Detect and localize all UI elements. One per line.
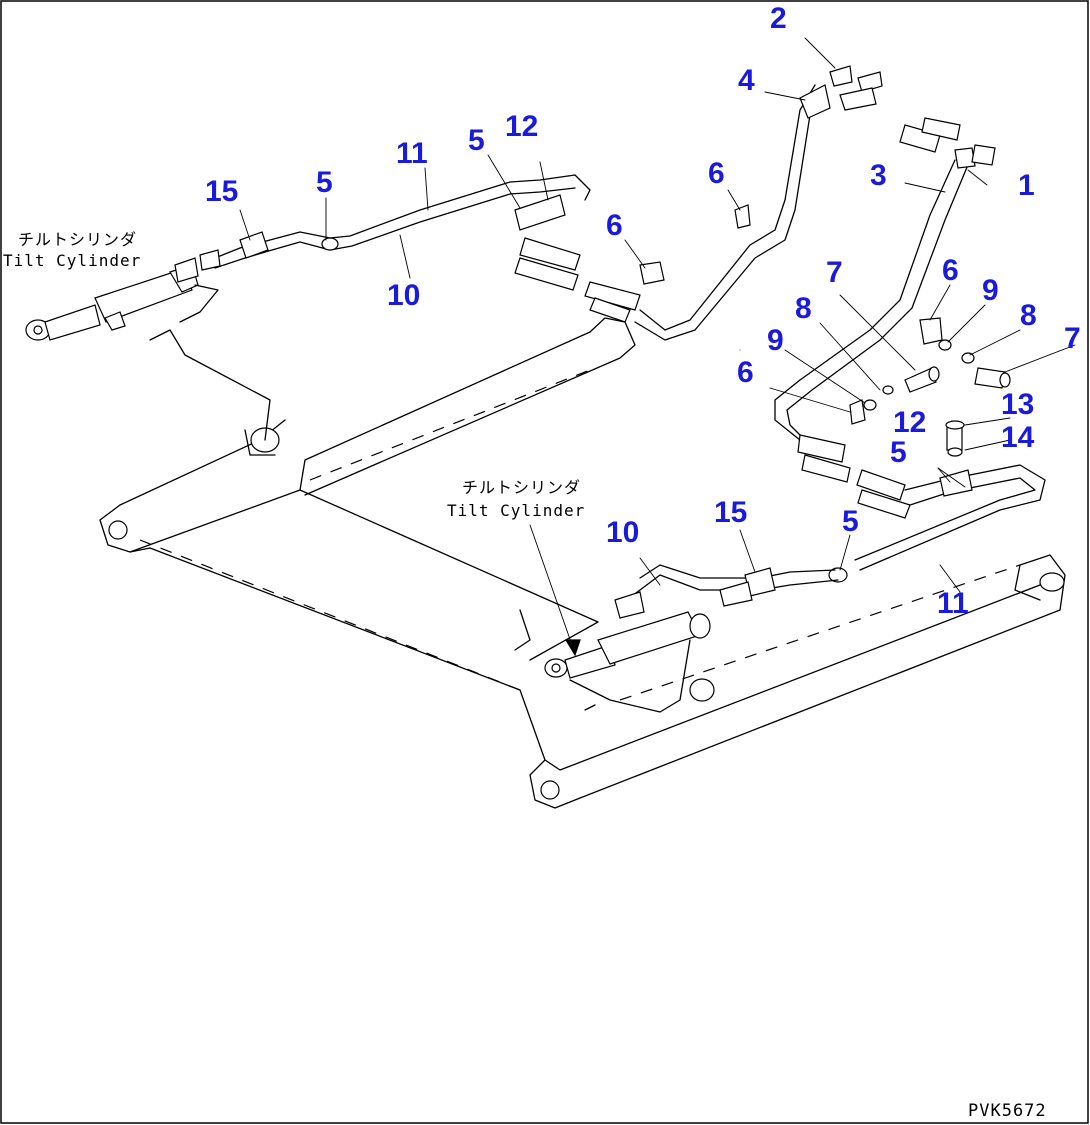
callout-8: 8: [1020, 299, 1037, 332]
callout-numbers: 1 2 3 4 5 5 5 5 6 6 6 6 7 7 8 8 9 9 10 1…: [205, 2, 1081, 620]
callout-9: 9: [982, 274, 999, 307]
callout-8: 8: [795, 292, 812, 325]
callout-5: 5: [842, 505, 859, 538]
caption-left: チルトシリンダ Tilt Cylinder: [3, 230, 141, 270]
callout-12: 12: [893, 406, 926, 439]
callout-14: 14: [1001, 421, 1035, 454]
callout-10: 10: [606, 516, 639, 549]
callout-5: 5: [890, 436, 907, 469]
callout-5: 5: [316, 166, 333, 199]
callout-1: 1: [1018, 169, 1035, 202]
callout-15: 15: [714, 496, 747, 529]
callout-2: 2: [770, 2, 787, 35]
drawing-code: PVK5672: [968, 1101, 1047, 1121]
caption-left-en: Tilt Cylinder: [3, 251, 141, 270]
callout-6: 6: [708, 157, 725, 190]
callout-9: 9: [767, 324, 784, 357]
callout-6: 6: [737, 356, 754, 389]
callout-10: 10: [387, 279, 420, 312]
callout-13: 13: [1001, 388, 1034, 421]
tilt-cylinder-left: [25, 264, 271, 441]
axle-frame: [99, 317, 1066, 809]
hydraulic-lines: [174, 65, 1046, 619]
caption-right: チルトシリンダ Tilt Cylinder: [447, 478, 585, 520]
tilt-cylinder-right: [544, 611, 715, 713]
leader-lines: [239, 37, 1076, 657]
callout-15: 15: [205, 175, 238, 208]
caption-right-en: Tilt Cylinder: [447, 501, 585, 520]
hardware-bolts: [863, 339, 1011, 457]
callout-6: 6: [942, 254, 959, 287]
callout-4: 4: [738, 64, 755, 97]
callout-7: 7: [1064, 322, 1081, 355]
callout-7: 7: [826, 256, 843, 289]
callout-12: 12: [505, 110, 538, 143]
callout-5: 5: [468, 124, 485, 157]
caption-left-jp: チルトシリンダ: [18, 230, 137, 249]
callout-6: 6: [606, 209, 623, 242]
callout-11: 11: [396, 137, 428, 170]
callout-3: 3: [870, 159, 887, 192]
callout-11: 11: [937, 587, 969, 620]
caption-right-jp: チルトシリンダ: [462, 478, 581, 497]
